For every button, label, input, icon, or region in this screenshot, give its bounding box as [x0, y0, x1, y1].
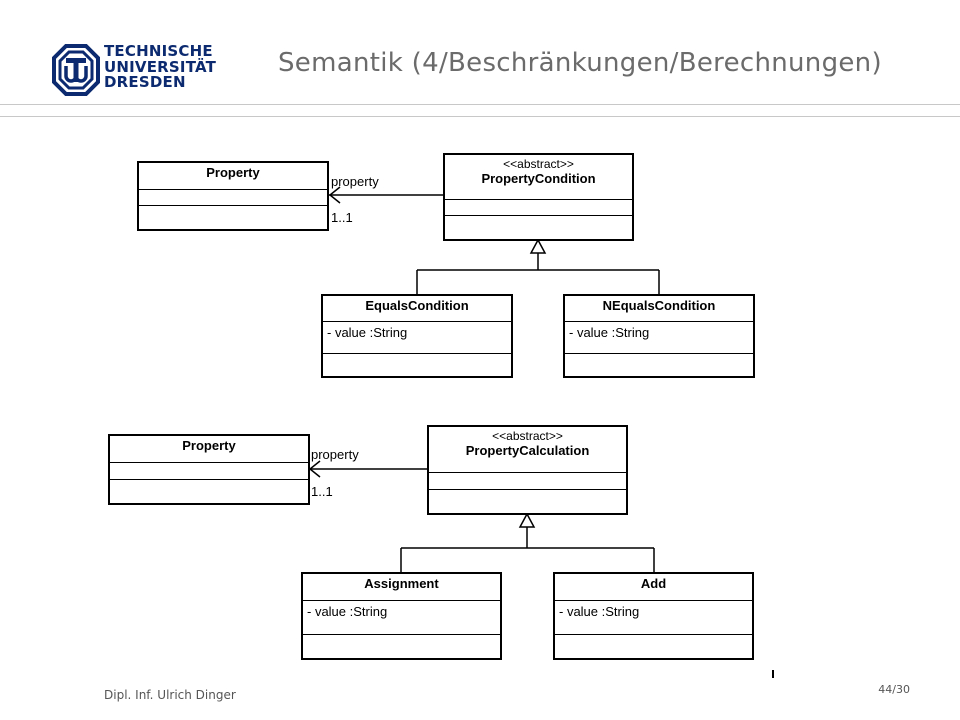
navigability-arrow-icon [328, 186, 341, 204]
class-property: Property [108, 434, 310, 505]
class-stereotype: <<abstract>> [492, 429, 563, 443]
class-name: EqualsCondition [365, 298, 469, 313]
class-equals-condition: EqualsCondition - value :String [321, 294, 513, 378]
association-multiplicity: 1..1 [331, 210, 353, 225]
header-divider [0, 104, 960, 105]
association-multiplicity: 1..1 [311, 484, 333, 499]
class-name: NEqualsCondition [602, 298, 716, 313]
slide-title: Semantik (4/Beschränkungen/Berechnungen) [278, 48, 882, 78]
navigability-arrow-icon [308, 460, 321, 478]
class-assignment: Assignment - value :String [301, 572, 502, 660]
attribute-value: - value :String [565, 322, 753, 354]
university-line: UNIVERSITÄT [104, 57, 217, 76]
class-property: Property [137, 161, 329, 231]
class-name: PropertyCondition [481, 171, 596, 186]
class-name: Property [182, 438, 236, 453]
class-name: PropertyCalculation [465, 443, 590, 458]
cursor-mark [772, 670, 774, 678]
inheritance-triangle-icon [529, 238, 547, 254]
attribute-value: - value :String [303, 601, 500, 635]
university-line: DRESDEN [104, 73, 186, 91]
header-divider-lower [0, 116, 960, 117]
attribute-section [110, 463, 308, 480]
university-name: TECHNISCHE UNIVERSITÄT DRESDEN [104, 42, 217, 91]
class-stereotype: <<abstract>> [503, 157, 574, 171]
class-name: Add [640, 576, 667, 591]
attribute-section [139, 190, 327, 206]
attribute-section [445, 200, 632, 216]
class-property-condition: <<abstract>> PropertyCondition [443, 153, 634, 241]
tu-dresden-emblem-icon [52, 44, 100, 96]
attribute-value: - value :String [555, 601, 752, 635]
university-logo [52, 44, 212, 96]
association-role: property [311, 447, 359, 462]
attribute-value: - value :String [323, 322, 511, 354]
attribute-section [429, 473, 626, 490]
class-name: Assignment [364, 576, 439, 591]
class-property-calculation: <<abstract>> PropertyCalculation [427, 425, 628, 515]
class-add: Add - value :String [553, 572, 754, 660]
association-role: property [331, 174, 379, 189]
inheritance-triangle-icon [518, 512, 536, 528]
university-line: TECHNISCHE [104, 42, 213, 60]
class-nequals-condition: NEqualsCondition - value :String [563, 294, 755, 378]
class-name: Property [206, 165, 260, 180]
footer-author: Dipl. Inf. Ulrich Dinger [104, 688, 236, 702]
page-number: 44/30 [878, 683, 910, 696]
